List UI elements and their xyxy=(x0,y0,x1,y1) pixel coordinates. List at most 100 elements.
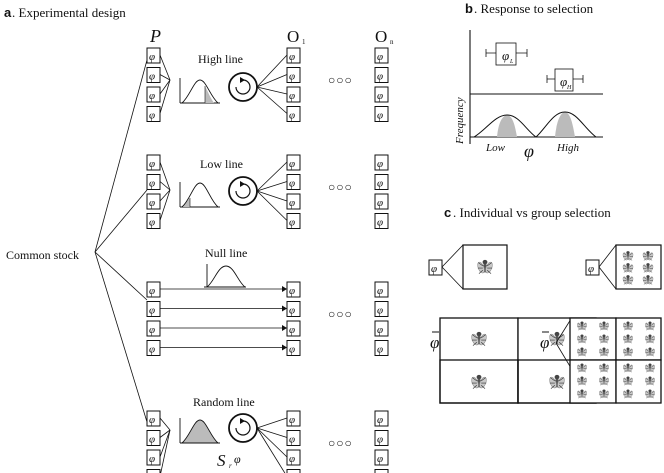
phi-cell-symbol: φ xyxy=(377,453,383,465)
low-line-distribution xyxy=(179,182,220,208)
panel-b-low-label: Low xyxy=(485,142,506,154)
common-stock-label: Common stock xyxy=(6,248,79,262)
phi-cell: φ xyxy=(286,154,301,171)
phi-cell-symbol: φ xyxy=(377,71,383,83)
low-box-phi: φ xyxy=(502,48,509,63)
column-o1-header: O xyxy=(287,27,299,46)
phi-cell-symbol: φ xyxy=(289,178,295,190)
phi-cell: φ xyxy=(374,174,389,190)
phi-cell-symbol: φ xyxy=(377,414,383,426)
phi-cell: φ xyxy=(286,213,301,229)
phi-cell-symbol: φ xyxy=(289,197,295,209)
phi-cell-symbol: φ xyxy=(289,51,295,63)
phi-cell-symbol: φ xyxy=(377,344,383,356)
phi-cell-symbol: φ xyxy=(289,453,295,465)
panel-c-letter: c xyxy=(444,205,451,220)
phi-cell: φ xyxy=(286,193,301,210)
phi-cell-symbol: φ xyxy=(289,110,295,122)
random-line-distribution xyxy=(179,418,220,444)
phi-cell: φ xyxy=(374,67,389,83)
random-selection-s: S xyxy=(217,451,226,470)
phi-cell-symbol: φ xyxy=(289,324,295,336)
phi-cell-symbol: φ xyxy=(377,90,383,102)
null-line-label: Null line xyxy=(205,246,247,260)
phi-cell-symbol: φ xyxy=(149,158,155,170)
phi-cell: φ xyxy=(286,174,301,190)
phi-cell: φ xyxy=(286,469,301,473)
phi-cell: φ xyxy=(286,86,301,103)
panel-a: a . Experimental design P O 1 O n Common… xyxy=(4,5,394,473)
phi-cell-symbol: φ xyxy=(149,344,155,356)
phi-cell: φ xyxy=(146,47,161,64)
phi-cell: φ xyxy=(286,410,301,427)
phi-cell: φ xyxy=(146,340,161,356)
phi-cell-symbol: φ xyxy=(289,434,295,446)
phi-cell: φ xyxy=(374,281,389,298)
phi-cell: φ xyxy=(146,86,161,103)
phi-cell-symbol: φ xyxy=(149,197,155,209)
random-line-label: Random line xyxy=(193,395,255,409)
phi-cell: φ xyxy=(146,449,161,466)
column-on-subscript: n xyxy=(390,38,394,46)
phi-cell: φ xyxy=(374,320,389,337)
panel-b-ylabel: Frequency xyxy=(454,97,466,145)
phi-cell-symbol: φ xyxy=(377,178,383,190)
high-box-subscript: H xyxy=(566,85,572,91)
phi-cell: φ xyxy=(146,320,161,337)
low-box-subscript: L xyxy=(509,59,514,65)
phi-cell: φ xyxy=(374,449,389,466)
phi-cell: φ xyxy=(374,410,389,427)
high-box-phi: φ xyxy=(560,74,567,89)
phi-cell-symbol: φ xyxy=(289,344,295,356)
phi-cell-symbol: φ xyxy=(377,51,383,63)
phi-cell-symbol: φ xyxy=(149,285,155,297)
phi-cell: φ xyxy=(374,301,389,317)
ellipsis: ○○○ xyxy=(328,307,353,321)
column-p-header: P xyxy=(149,26,161,46)
panel-b: b . Response to selection φ L φ H Freque… xyxy=(454,1,603,161)
high-line-distribution xyxy=(179,78,220,104)
phi-cell: φ xyxy=(146,301,161,317)
phi-cell: φ xyxy=(146,281,161,298)
phi-cell-symbol: φ xyxy=(149,51,155,63)
phi-cell: φ xyxy=(374,340,389,356)
group-selection-population: φ xyxy=(540,317,662,404)
low-line-cycle-icon xyxy=(228,176,258,206)
null-line-distribution xyxy=(204,264,246,288)
phi-cell-symbol: φ xyxy=(149,110,155,122)
phi-cell: φ xyxy=(146,430,161,446)
phi-cell-symbol: φ xyxy=(149,305,155,317)
phi-cell-symbol: φ xyxy=(289,90,295,102)
ellipsis-markers: ○○○○○○○○○○○○ xyxy=(328,73,353,450)
panel-b-title: . Response to selection xyxy=(474,1,594,16)
high-line-label: High line xyxy=(198,52,243,66)
phi-cell-symbol: φ xyxy=(377,217,383,229)
phi-cell-symbol: φ xyxy=(289,305,295,317)
phi-cell: φ xyxy=(374,193,389,210)
phi-cell: φ xyxy=(374,213,389,229)
phi-cell-symbol: φ xyxy=(377,305,383,317)
panel-b-high-label: High xyxy=(556,142,580,154)
phi-cell: φ xyxy=(146,174,161,190)
phi-cell-symbol: φ xyxy=(149,324,155,336)
phi-cell: φ xyxy=(146,193,161,210)
common-stock-connectors xyxy=(94,59,148,423)
random-selection-phi: φ xyxy=(234,452,241,466)
phi-cell-symbol: φ xyxy=(149,434,155,446)
ellipsis: ○○○ xyxy=(328,436,353,450)
phi-cell-symbol: φ xyxy=(149,414,155,426)
phi-cell: φ xyxy=(286,340,301,356)
ellipsis: ○○○ xyxy=(328,180,353,194)
column-o1-subscript: 1 xyxy=(302,38,306,46)
phi-cell-symbol: φ xyxy=(377,285,383,297)
phi-cell-symbol: φ xyxy=(377,324,383,336)
phi-cell: φ xyxy=(374,106,389,122)
random-line-cycle-icon xyxy=(228,413,258,443)
phi-cell: φ xyxy=(286,106,301,122)
individual-phi: φ xyxy=(431,263,437,275)
high-line-cycle-icon xyxy=(228,72,258,102)
phi-cell: φ xyxy=(286,430,301,446)
phi-cell: φ xyxy=(286,281,301,298)
